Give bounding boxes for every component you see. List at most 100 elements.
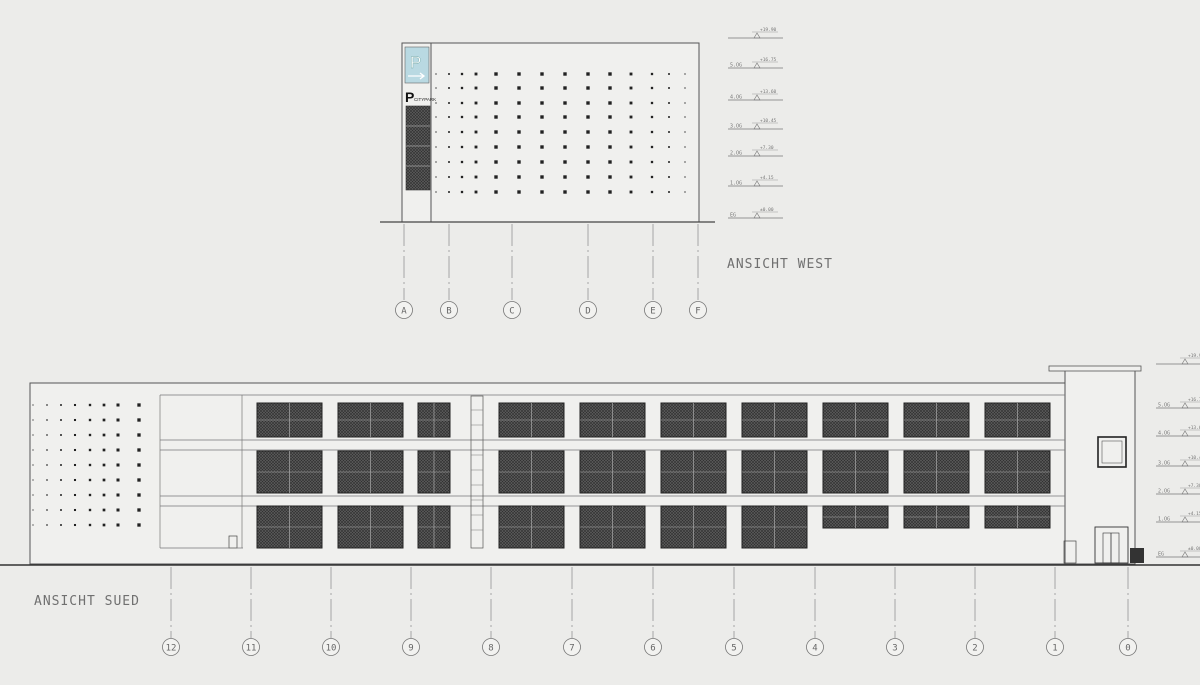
perforation-hole (88, 493, 92, 497)
perforation-hole (608, 175, 612, 179)
perforation-hole (137, 493, 141, 497)
perforation-hole (46, 494, 48, 496)
west-level-markers: +19.905.OG+16.754.OG+13.603.OG+10.452.OG… (728, 27, 783, 219)
perforation-hole (629, 130, 633, 134)
perforation-hole (540, 175, 544, 179)
perforation-hole (460, 160, 464, 164)
perforation-hole (60, 464, 62, 466)
axis-bubble (1046, 638, 1064, 656)
perforation-hole (608, 160, 612, 164)
perforation-hole (586, 175, 590, 179)
perforation-hole (32, 449, 34, 451)
perforation-hole (517, 145, 521, 149)
perforation-hole (32, 434, 34, 436)
south-tower-roof (1048, 365, 1142, 372)
perforation-hole (46, 479, 48, 481)
perforation-hole (684, 191, 686, 193)
perforation-hole (668, 146, 670, 148)
level-triangle (1181, 430, 1189, 437)
perforation-hole (563, 130, 567, 134)
axis-bubble (482, 638, 500, 656)
axis-bubble (966, 638, 984, 656)
level-value: +13.60 (760, 89, 777, 95)
perforation-hole (668, 73, 670, 75)
level-triangle (753, 180, 761, 187)
perforation-hole (448, 146, 450, 148)
perforation-hole (46, 509, 48, 511)
west-perforation-pattern (435, 72, 686, 194)
perforation-hole (137, 478, 141, 482)
axis-label: F (695, 307, 700, 317)
axis-bubble (886, 638, 904, 656)
perforation-hole (586, 160, 590, 164)
level-label: 5.OG (730, 63, 742, 69)
perforation-hole (474, 115, 478, 119)
level-label: 1.OG (1158, 517, 1170, 523)
level-triangle (1181, 551, 1189, 558)
perforation-hole (684, 116, 686, 118)
perforation-hole (460, 175, 464, 179)
perforation-hole (46, 419, 48, 421)
perforation-hole (517, 160, 521, 164)
level-triangle (1181, 358, 1189, 365)
perforation-hole (60, 434, 62, 436)
perforation-hole (116, 493, 120, 497)
perforation-hole (586, 130, 590, 134)
perforation-hole (668, 87, 670, 89)
axis-bubble (644, 638, 662, 656)
perforation-hole (448, 191, 450, 193)
perforation-hole (32, 524, 34, 526)
level-triangle (1181, 488, 1189, 495)
perforation-hole (474, 145, 478, 149)
perforation-hole (102, 493, 106, 497)
level-value: +16.75 (760, 57, 777, 63)
perforation-hole (46, 434, 48, 436)
west-view-title: ANSICHT WEST (727, 257, 833, 272)
perforation-hole (684, 176, 686, 178)
perforation-hole (540, 115, 544, 119)
perforation-hole (460, 86, 464, 90)
axis-bubble (402, 638, 420, 656)
south-tower-window-inner (1101, 440, 1123, 464)
perforation-hole (563, 160, 567, 164)
axis-label: 6 (650, 644, 655, 654)
perforation-hole (32, 494, 34, 496)
perforation-hole (435, 116, 437, 118)
perforation-hole (460, 115, 464, 119)
perforation-hole (116, 478, 120, 482)
perforation-hole (650, 175, 654, 179)
perforation-hole (46, 404, 48, 406)
perforation-hole (494, 175, 498, 179)
south-perforation-pattern (32, 403, 141, 527)
axis-label: 3 (892, 644, 897, 654)
perforation-hole (435, 87, 437, 89)
perforation-hole (73, 418, 77, 422)
axis-label: 1 (1052, 644, 1057, 654)
perforation-hole (448, 131, 450, 133)
perforation-hole (448, 87, 450, 89)
perforation-hole (494, 86, 498, 90)
level-value: +19.90 (760, 27, 777, 33)
level-value: +7.30 (1188, 483, 1200, 489)
perforation-hole (563, 72, 567, 76)
perforation-hole (474, 190, 478, 194)
axis-label: 10 (326, 644, 337, 654)
perforation-hole (435, 176, 437, 178)
perforation-hole (32, 419, 34, 421)
perforation-hole (684, 87, 686, 89)
perforation-hole (650, 145, 654, 149)
perforation-hole (650, 72, 654, 76)
perforation-hole (608, 115, 612, 119)
perforation-hole (608, 190, 612, 194)
perforation-hole (517, 130, 521, 134)
axis-label: E (650, 307, 655, 317)
perforation-hole (540, 160, 544, 164)
level-value: +16.75 (1188, 397, 1200, 403)
perforation-hole (32, 404, 34, 406)
perforation-hole (474, 130, 478, 134)
perforation-hole (60, 449, 62, 451)
perforation-hole (448, 176, 450, 178)
